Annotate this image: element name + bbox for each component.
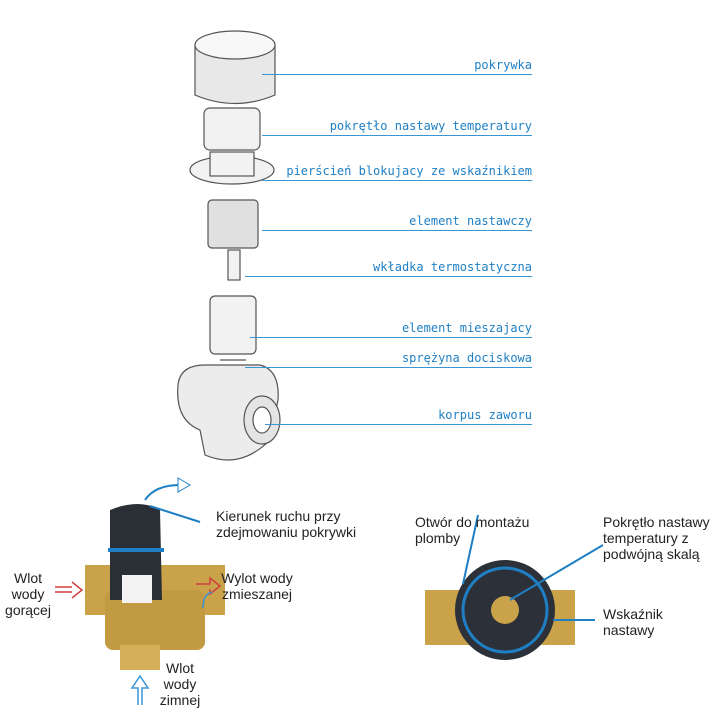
label-setting-element: element nastawczy [409,214,532,228]
label-pokrywka: pokrywka [474,58,532,72]
valve-front-photo [55,477,225,705]
label-thermostatic-insert: wkładka termostatyczna [373,260,532,274]
leader-line [262,135,532,136]
exploded-valve-drawing [177,30,281,461]
leader-line [250,337,532,338]
leader-line [262,180,532,181]
knob-label: Pokrętło nastawy temperatury z podwójną … [603,514,710,562]
leader-line [265,424,532,425]
label-valve-body: korpus zaworu [438,408,532,422]
indicator-label: Wskaźnik nastawy [603,606,663,638]
leader-line [245,276,532,277]
valve-top-photo [425,514,604,660]
mixed-outlet-label: Wylot wody zmieszanej [221,570,293,602]
label-spring: sprężyna dociskowa [401,351,532,365]
hot-inlet-label: Wlot wody gorącej [5,570,51,618]
leader-line [262,74,532,75]
leader-line [262,230,532,231]
leader-line [245,367,532,368]
label-locking-ring: pierścień blokujacy ze wskaźnikiem [286,164,532,178]
cold-inlet-label: Wlot wody zimnej [159,660,201,708]
direction-label: Kierunek ruchu przy zdejmowaniu pokrywki [216,508,357,540]
label-mixing-element: element mieszajacy [401,321,532,335]
seal-hole-label: Otwór do montażu plomby [415,514,530,546]
label-knob: pokrętło nastawy temperatury [329,119,532,133]
